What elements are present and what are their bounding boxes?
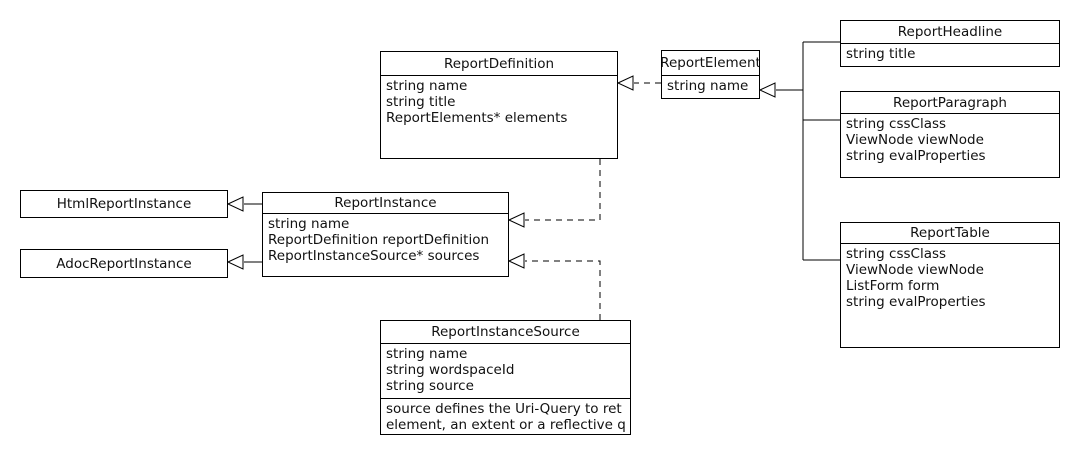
class-report-headline: ReportHeadline string title	[840, 20, 1060, 67]
hollow-triangle-arrowhead-icon	[616, 75, 634, 91]
class-title: HtmlReportInstance	[56, 196, 192, 212]
attribute: ListForm form	[846, 278, 940, 294]
class-title: AdocReportInstance	[56, 255, 192, 272]
class-attributes: string name string title ReportElements*…	[381, 76, 617, 126]
class-title: ReportHeadline	[841, 21, 1059, 44]
generalization-reportinstancesource-to-reportinstance	[507, 253, 601, 320]
attribute: ViewNode viewNode	[846, 132, 984, 148]
class-title: ReportDefinition	[381, 52, 617, 76]
class-adoc-report-instance: AdocReportInstance	[20, 249, 228, 278]
generalization-reportinstance-to-htmlreportinstance	[226, 196, 262, 212]
class-attributes: string title	[841, 44, 1059, 62]
attribute: string evalProperties	[846, 294, 986, 310]
hollow-triangle-arrowhead-icon	[507, 253, 525, 269]
hollow-triangle-arrowhead-icon	[507, 212, 525, 228]
attribute: string name	[386, 78, 468, 94]
class-attributes: string cssClass ViewNode viewNode string…	[841, 114, 1059, 164]
class-attributes: string name	[662, 76, 759, 94]
class-html-report-instance: HtmlReportInstance	[20, 190, 228, 218]
attribute: ViewNode viewNode	[846, 262, 984, 278]
class-attributes: string name ReportDefinition reportDefin…	[263, 214, 508, 264]
note-line: source defines the Uri-Query to ret	[386, 401, 622, 417]
class-report-paragraph: ReportParagraph string cssClass ViewNode…	[840, 91, 1060, 178]
attribute: string name	[386, 346, 468, 362]
class-report-definition: ReportDefinition string name string titl…	[380, 51, 618, 159]
attribute: string title	[386, 94, 456, 110]
generalization-reportdefinition-to-reportinstance	[507, 159, 601, 228]
generalization-children-to-reportelement	[758, 41, 840, 261]
class-report-instance: ReportInstance string name ReportDefinit…	[262, 192, 509, 277]
class-title: ReportTable	[841, 223, 1059, 244]
attribute: ReportDefinition reportDefinition	[268, 232, 490, 248]
class-report-element: ReportElement string name	[661, 50, 760, 99]
class-note: source defines the Uri-Query to ret elem…	[381, 398, 630, 433]
hollow-triangle-arrowhead-icon	[226, 196, 244, 212]
class-title: ReportParagraph	[841, 92, 1059, 114]
hollow-triangle-arrowhead-icon	[226, 254, 244, 270]
attribute: string cssClass	[846, 246, 947, 262]
generalization-reportinstance-to-adocreportinstance	[226, 254, 262, 270]
class-title: ReportInstance	[263, 193, 508, 214]
class-report-instance-source: ReportInstanceSource string name string …	[380, 320, 631, 435]
attribute: string wordspaceId	[386, 362, 515, 378]
attribute: string source	[386, 378, 474, 394]
note-line: element, an extent or a reflective q	[386, 417, 626, 433]
attribute: string title	[846, 46, 916, 62]
class-report-table: ReportTable string cssClass ViewNode vie…	[840, 222, 1060, 348]
attribute: string evalProperties	[846, 148, 986, 164]
attribute: ReportInstanceSource* sources	[268, 248, 480, 264]
hollow-triangle-arrowhead-icon	[758, 82, 776, 98]
class-title: ReportElement	[662, 51, 759, 76]
attribute: ReportElements* elements	[386, 110, 568, 126]
generalization-reportelement-to-reportdefinition	[616, 75, 661, 91]
class-attributes: string name string wordspaceId string so…	[381, 344, 630, 398]
attribute: string cssClass	[846, 116, 947, 132]
class-attributes: string cssClass ViewNode viewNode ListFo…	[841, 244, 1059, 310]
class-title: ReportInstanceSource	[381, 321, 630, 344]
attribute: string name	[268, 216, 350, 232]
attribute: string name	[667, 78, 749, 94]
